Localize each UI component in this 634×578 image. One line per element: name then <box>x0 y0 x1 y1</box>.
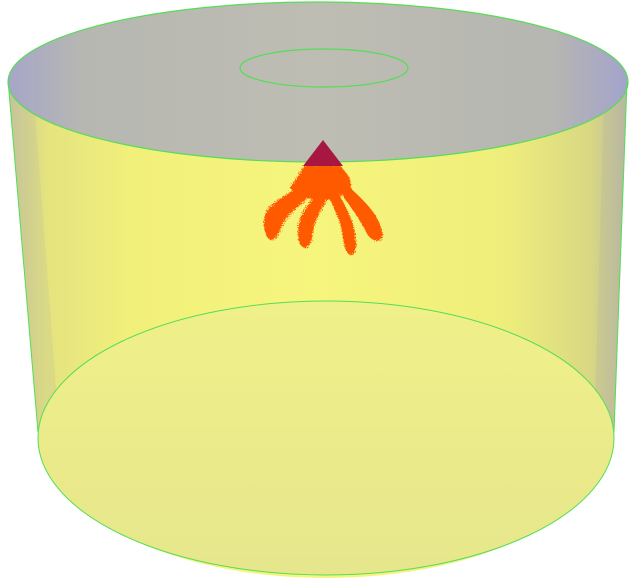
cylinder-left-edge <box>7 79 39 433</box>
cylinder-top-cap <box>7 1 629 163</box>
spray-plume <box>263 165 383 256</box>
nozzle-icon <box>303 140 343 166</box>
cylinder-bottom-floor <box>37 300 615 576</box>
cylinder-right-edge <box>613 81 628 433</box>
wall-facets <box>8 78 627 440</box>
inlet-ring <box>239 48 409 88</box>
